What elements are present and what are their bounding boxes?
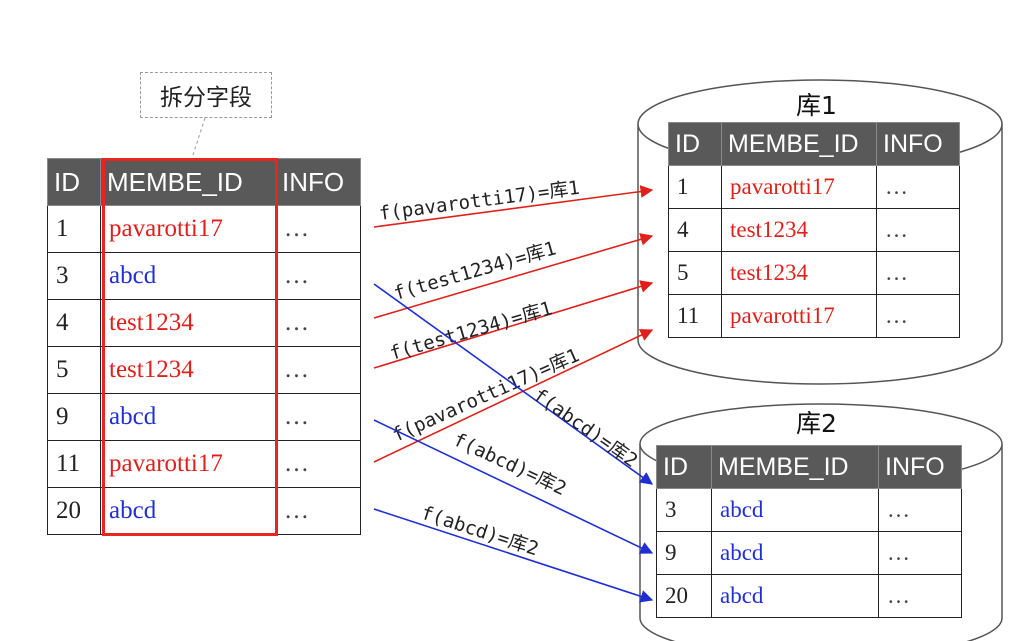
db2-cell-info: … bbox=[878, 531, 962, 575]
source-cell-id: 4 bbox=[47, 299, 101, 347]
db2-cell-info: … bbox=[878, 574, 962, 618]
mapping-arrow bbox=[373, 185, 654, 228]
source-cell-member: pavarotti17 bbox=[100, 205, 276, 253]
source-cell-id: 1 bbox=[47, 205, 101, 253]
split-field-callout: 拆分字段 bbox=[140, 72, 272, 118]
mapping-arrow bbox=[373, 329, 654, 463]
source-header-id: ID bbox=[47, 158, 101, 206]
db2-header-id: ID bbox=[656, 445, 712, 489]
mapping-label: f(pavarotti17)=库1 bbox=[378, 177, 581, 225]
source-header-member: MEMBE_ID bbox=[100, 158, 276, 206]
mapping-arrow bbox=[373, 283, 654, 485]
db1-header-member: MEMBE_ID bbox=[721, 122, 877, 166]
db1-cell-info: … bbox=[876, 208, 960, 252]
source-cell-id: 3 bbox=[47, 252, 101, 300]
source-cell-info: … bbox=[275, 393, 361, 441]
source-cell-info: … bbox=[275, 346, 361, 394]
db1-header-row: ID MEMBE_ID INFO bbox=[668, 122, 960, 166]
mapping-label: f(abcd)=库2 bbox=[529, 384, 642, 472]
db1-cell-member: test1234 bbox=[721, 251, 877, 295]
source-cell-member: abcd bbox=[100, 393, 276, 441]
source-cell-member: abcd bbox=[100, 487, 276, 535]
db2-cell-id: 9 bbox=[656, 531, 712, 575]
source-cell-info: … bbox=[275, 440, 361, 488]
db1-cell-id: 11 bbox=[668, 294, 722, 338]
db1-header-info: INFO bbox=[876, 122, 960, 166]
source-header-info: INFO bbox=[275, 158, 361, 206]
db1-title: 库1 bbox=[796, 91, 837, 120]
source-cell-member: test1234 bbox=[100, 299, 276, 347]
db2-title: 库2 bbox=[796, 409, 837, 438]
db1-cell-id: 4 bbox=[668, 208, 722, 252]
source-cell-info: … bbox=[275, 252, 361, 300]
db1-cell-info: … bbox=[876, 165, 960, 209]
mapping-label: f(abcd)=库2 bbox=[418, 502, 541, 561]
source-cell-member: test1234 bbox=[100, 346, 276, 394]
db1-cell-id: 5 bbox=[668, 251, 722, 295]
db2-cell-member: abcd bbox=[711, 574, 879, 618]
source-cell-member: pavarotti17 bbox=[100, 440, 276, 488]
db1-cell-member: pavarotti17 bbox=[721, 165, 877, 209]
source-cell-id: 20 bbox=[47, 487, 101, 535]
db2-header-row: ID MEMBE_ID INFO bbox=[656, 445, 962, 489]
db1-cell-id: 1 bbox=[668, 165, 722, 209]
db2-header-info: INFO bbox=[878, 445, 962, 489]
db2-cell-id: 20 bbox=[656, 574, 712, 618]
source-cell-info: … bbox=[275, 205, 361, 253]
source-cell-info: … bbox=[275, 487, 361, 535]
db1-header-id: ID bbox=[668, 122, 722, 166]
mapping-arrow bbox=[373, 419, 654, 554]
source-cell-member: abcd bbox=[100, 252, 276, 300]
db2-cell-member: abcd bbox=[711, 488, 879, 532]
db1-cell-info: … bbox=[876, 294, 960, 338]
db2-cell-member: abcd bbox=[711, 531, 879, 575]
db1-cell-info: … bbox=[876, 251, 960, 295]
db2-cell-id: 3 bbox=[656, 488, 712, 532]
source-cell-info: … bbox=[275, 299, 361, 347]
source-cell-id: 11 bbox=[47, 440, 101, 488]
mapping-arrow bbox=[373, 280, 654, 369]
source-header-row: ID MEMBE_ID INFO bbox=[47, 158, 361, 206]
db1-cell-member: test1234 bbox=[721, 208, 877, 252]
mapping-arrow bbox=[373, 233, 654, 319]
callout-leader bbox=[191, 117, 206, 159]
mapping-arrow bbox=[373, 508, 654, 603]
db2-header-member: MEMBE_ID bbox=[711, 445, 879, 489]
